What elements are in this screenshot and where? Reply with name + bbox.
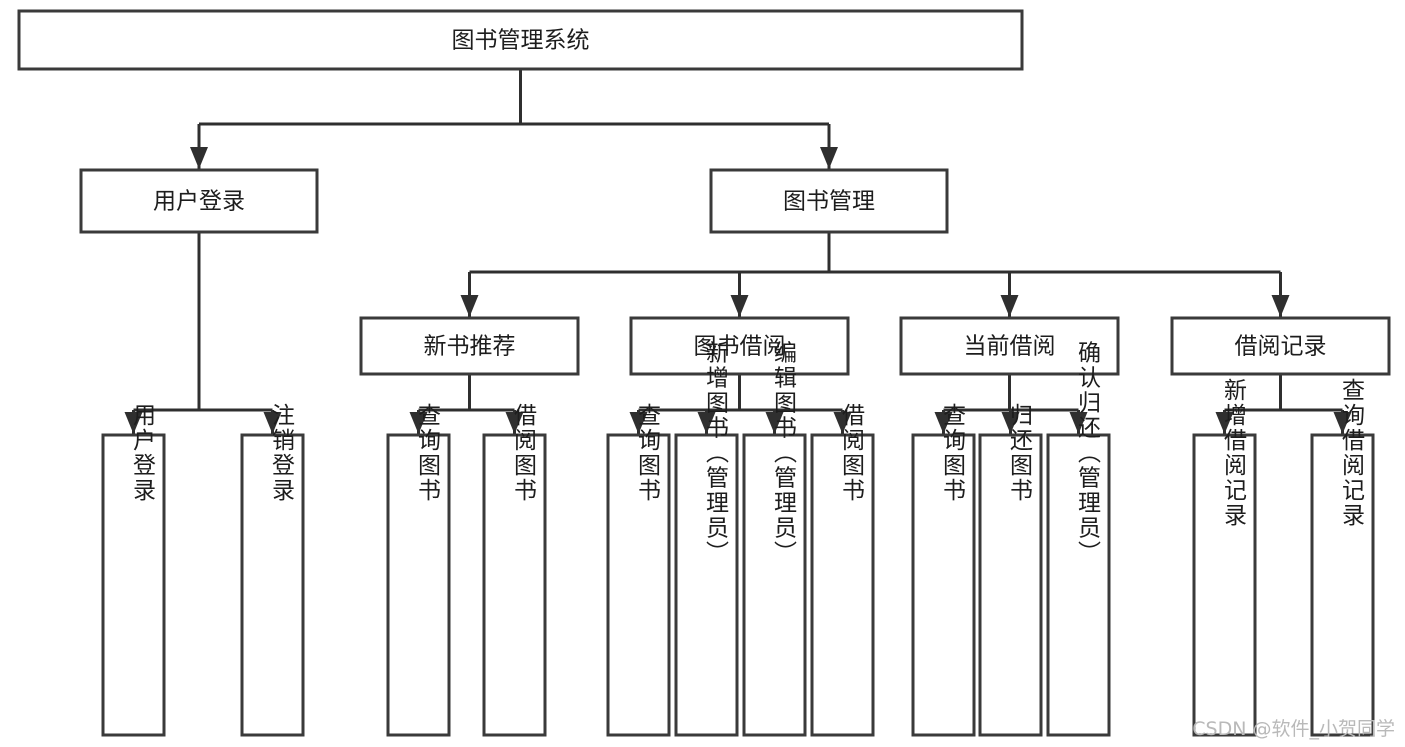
- node-box-leaf-query-book-borrow: [606, 433, 671, 737]
- node-label-leaf-return-book: 归还图书: [1006, 403, 1034, 503]
- arrow-head-icon: [833, 412, 852, 434]
- node-box-root: [17, 9, 1024, 71]
- arrow-head-icon: [190, 147, 208, 169]
- node-leaf-confirm-return-admin[interactable]: 确认归还（管理员）: [1046, 341, 1111, 737]
- arrow-head-icon: [263, 412, 282, 434]
- node-current-borrow[interactable]: 当前借阅: [899, 316, 1120, 376]
- node-box-leaf-borrow-book-recommend: [482, 433, 547, 737]
- node-box-user-login: [79, 168, 319, 234]
- node-box-book-borrow: [629, 316, 850, 376]
- node-label-leaf-query-book-recommend: 查询图书: [414, 403, 442, 503]
- node-box-book-management: [709, 168, 949, 234]
- node-label-leaf-user-logout: 注销登录: [268, 403, 296, 503]
- node-label-new-book-recommend: 新书推荐: [424, 334, 516, 360]
- node-root[interactable]: 图书管理系统: [17, 9, 1024, 71]
- arrow-head-icon: [1069, 412, 1088, 434]
- arrow-head-icon: [460, 295, 479, 317]
- arrow-head-icon: [1215, 412, 1234, 434]
- node-box-leaf-edit-book-admin: [742, 433, 807, 737]
- node-label-leaf-confirm-return-admin: 确认归还（管理员）: [1074, 341, 1102, 566]
- node-leaf-query-book-borrow[interactable]: 查询图书: [606, 403, 671, 737]
- node-box-leaf-confirm-return-admin: [1046, 433, 1111, 737]
- node-leaf-return-book[interactable]: 归还图书: [978, 403, 1043, 737]
- node-label-leaf-borrow-book-recommend: 借阅图书: [510, 403, 538, 503]
- node-label-leaf-add-borrow-record: 新增借阅记录: [1220, 378, 1248, 528]
- node-label-leaf-query-borrow-record: 查询借阅记录: [1338, 378, 1366, 528]
- arrow-head-icon: [1001, 412, 1020, 434]
- arrow-head-icon: [1271, 295, 1290, 317]
- node-label-leaf-borrow-book: 借阅图书: [838, 403, 866, 503]
- node-label-book-borrow: 图书借阅: [694, 334, 786, 360]
- node-leaf-edit-book-admin[interactable]: 编辑图书（管理员）: [742, 341, 807, 737]
- node-label-leaf-edit-book-admin: 编辑图书（管理员）: [770, 341, 798, 566]
- node-layer: 图书管理系统用户登录图书管理新书推荐图书借阅当前借阅借阅记录用户登录注销登录查询…: [17, 9, 1391, 737]
- node-box-leaf-query-book-recommend: [386, 433, 451, 737]
- node-leaf-borrow-book[interactable]: 借阅图书: [810, 403, 875, 737]
- node-box-leaf-query-borrow-record: [1310, 433, 1375, 737]
- node-leaf-user-login[interactable]: 用户登录: [101, 403, 166, 737]
- arrow-head-icon: [505, 412, 524, 434]
- arrow-head-icon: [730, 295, 749, 317]
- node-box-leaf-user-logout: [240, 433, 305, 737]
- node-box-new-book-recommend: [359, 316, 580, 376]
- arrow-head-icon: [1333, 412, 1352, 434]
- node-label-leaf-query-book-borrow: 查询图书: [634, 403, 662, 503]
- node-label-user-login: 用户登录: [153, 189, 245, 215]
- arrow-head-icon: [697, 412, 716, 434]
- node-new-book-recommend[interactable]: 新书推荐: [359, 316, 580, 376]
- arrow-head-icon: [820, 147, 838, 169]
- node-label-root: 图书管理系统: [452, 28, 590, 54]
- node-user-login[interactable]: 用户登录: [79, 168, 319, 234]
- node-box-leaf-add-book-admin: [674, 433, 739, 737]
- node-box-leaf-add-borrow-record: [1192, 433, 1257, 737]
- arrow-head-icon: [124, 412, 143, 434]
- node-box-leaf-user-login: [101, 433, 166, 737]
- connector-layer: [124, 69, 1352, 434]
- node-book-borrow[interactable]: 图书借阅: [629, 316, 850, 376]
- arrow-head-icon: [765, 412, 784, 434]
- node-book-management[interactable]: 图书管理: [709, 168, 949, 234]
- node-leaf-borrow-book-recommend[interactable]: 借阅图书: [482, 403, 547, 737]
- node-label-current-borrow: 当前借阅: [964, 334, 1056, 360]
- node-label-book-management: 图书管理: [783, 189, 875, 215]
- node-leaf-query-borrow-record[interactable]: 查询借阅记录: [1310, 378, 1375, 737]
- arrow-head-icon: [934, 412, 953, 434]
- node-leaf-add-borrow-record[interactable]: 新增借阅记录: [1192, 378, 1257, 737]
- node-label-leaf-add-book-admin: 新增图书（管理员）: [702, 341, 730, 566]
- node-box-leaf-borrow-book: [810, 433, 875, 737]
- arrow-head-icon: [409, 412, 428, 434]
- csdn-watermark: CSDN @软件_小贺同学: [1192, 718, 1395, 740]
- arrow-head-icon: [629, 412, 648, 434]
- node-leaf-user-logout[interactable]: 注销登录: [240, 403, 305, 737]
- node-borrow-record[interactable]: 借阅记录: [1170, 316, 1391, 376]
- node-box-current-borrow: [899, 316, 1120, 376]
- node-box-leaf-query-book-current: [911, 433, 976, 737]
- node-leaf-query-book-recommend[interactable]: 查询图书: [386, 403, 451, 737]
- node-leaf-add-book-admin[interactable]: 新增图书（管理员）: [674, 341, 739, 737]
- node-label-borrow-record: 借阅记录: [1235, 334, 1327, 360]
- node-box-leaf-return-book: [978, 433, 1043, 737]
- node-label-leaf-query-book-current: 查询图书: [939, 403, 967, 503]
- node-leaf-query-book-current[interactable]: 查询图书: [911, 403, 976, 737]
- node-label-leaf-user-login: 用户登录: [129, 403, 157, 503]
- arrow-head-icon: [1000, 295, 1019, 317]
- node-box-borrow-record: [1170, 316, 1391, 376]
